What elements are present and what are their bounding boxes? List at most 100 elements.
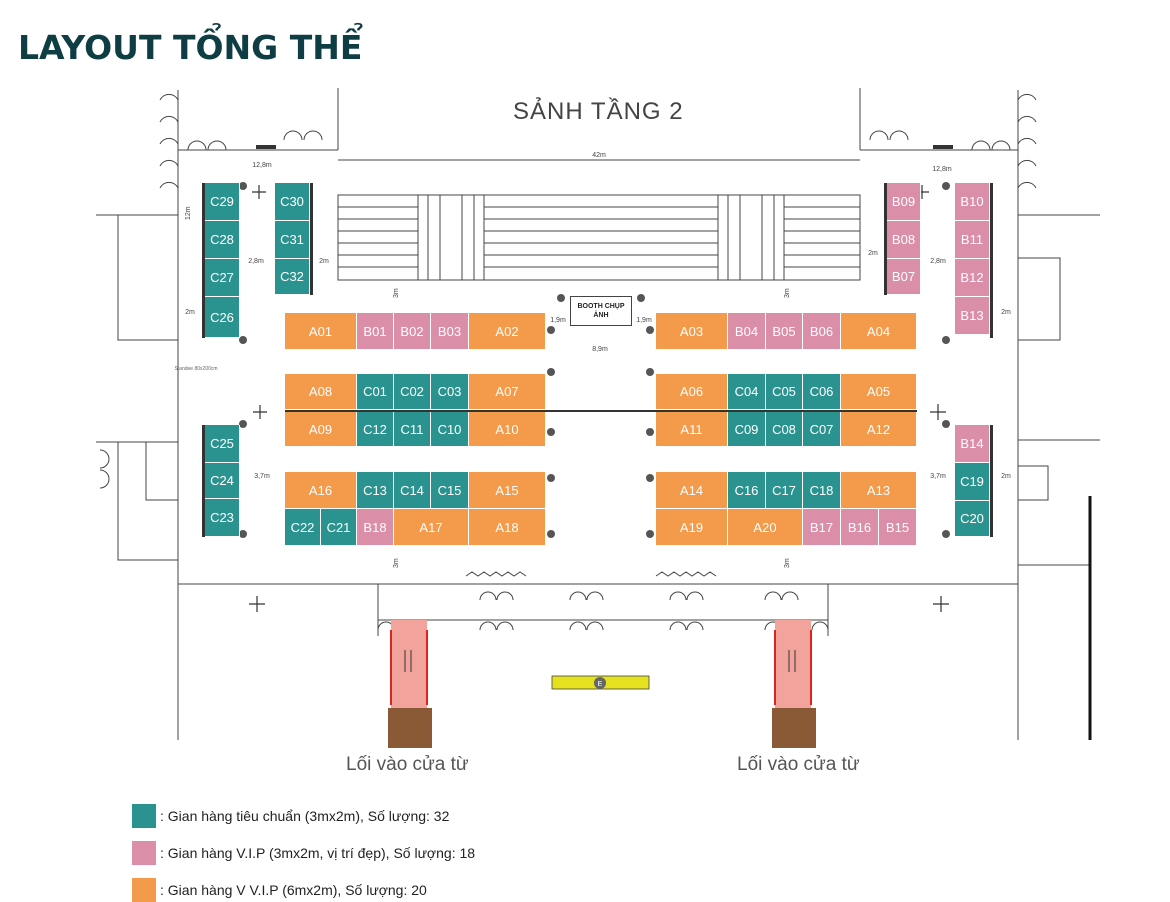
dimension-3m-c: 3m: [393, 558, 400, 568]
booth-c29: C29: [205, 183, 240, 221]
booth-a05: A05: [841, 374, 917, 410]
dimension-42m: 42m: [592, 152, 606, 159]
booth-c23: C23: [205, 499, 240, 537]
legend-swatch-vvip: [132, 878, 156, 902]
hall-label: SẢNH TẦNG 2: [513, 98, 684, 125]
dimension-2m-c: 2m: [185, 309, 195, 316]
booth-a16: A16: [285, 472, 357, 509]
booth-b07: B07: [887, 259, 921, 295]
booth-a13: A13: [841, 472, 917, 509]
booth-a08: A08: [285, 374, 357, 410]
booth-b02: B02: [394, 313, 431, 350]
booth-b15: B15: [879, 509, 917, 546]
dimension-12m: 12m: [185, 206, 192, 220]
booth-a04: A04: [841, 313, 917, 350]
booth-c18: C18: [803, 472, 841, 509]
legend-text-vvip: : Gian hàng V V.I.P (6mx2m), Số lượng: 2…: [160, 882, 427, 898]
entrance-label-left: Lối vào cửa từ: [346, 754, 469, 775]
booth-c12: C12: [357, 412, 394, 447]
booth-b18: B18: [357, 509, 394, 546]
page-title: LAYOUT TỔNG THỂ: [18, 28, 363, 67]
photo-booth: BOOTH CHỤP ẢNH: [570, 296, 632, 326]
booth-b05: B05: [766, 313, 803, 350]
booth-a14: A14: [656, 472, 728, 509]
booth-a07: A07: [469, 374, 546, 410]
booth-b16: B16: [841, 509, 879, 546]
booth-a15: A15: [469, 472, 546, 509]
dimension-3-7m-right: 3,7m: [930, 473, 946, 480]
booth-c30: C30: [275, 183, 310, 221]
booth-a18: A18: [469, 509, 546, 546]
booth-b03: B03: [431, 313, 469, 350]
dimension-1-9m-right: 1,9m: [636, 317, 652, 324]
booth-c32: C32: [275, 259, 310, 295]
booth-b14: B14: [955, 425, 990, 463]
booth-a19: A19: [656, 509, 728, 546]
booth-c27: C27: [205, 259, 240, 297]
booth-c01: C01: [357, 374, 394, 410]
booth-c11: C11: [394, 412, 431, 447]
dimension-2-8m-right: 2,8m: [930, 258, 946, 265]
booth-b09: B09: [887, 183, 921, 221]
booth-a12: A12: [841, 412, 917, 447]
dimension-2m-a: 2m: [319, 258, 329, 265]
booth-c05: C05: [766, 374, 803, 410]
entrance-label-right: Lối vào cửa từ: [737, 754, 860, 775]
booth-a06: A06: [656, 374, 728, 410]
dimension-1-9m-left: 1,9m: [550, 317, 566, 324]
booth-c07: C07: [803, 412, 841, 447]
booth-c17: C17: [766, 472, 803, 509]
booth-c16: C16: [728, 472, 766, 509]
booth-c25: C25: [205, 425, 240, 463]
legend-text-standard: : Gian hàng tiêu chuẩn (3mx2m), Số lượng…: [160, 808, 450, 824]
booth-c08: C08: [766, 412, 803, 447]
dimension-12-8m-right: 12,8m: [932, 166, 952, 173]
dimension-3m-a: 3m: [393, 288, 400, 298]
booth-c21: C21: [321, 509, 357, 546]
legend-standard: : Gian hàng tiêu chuẩn (3mx2m), Số lượng…: [132, 804, 449, 828]
dimension-2m-e: 2m: [1001, 473, 1011, 480]
dimension-2-8m-left: 2,8m: [248, 258, 264, 265]
booth-c22: C22: [285, 509, 321, 546]
exit-label: E: [598, 681, 603, 688]
booth-c04: C04: [728, 374, 766, 410]
booth-b17: B17: [803, 509, 841, 546]
booth-b10: B10: [955, 183, 990, 221]
booth-b13: B13: [955, 297, 990, 335]
booth-c09: C09: [728, 412, 766, 447]
booth-c28: C28: [205, 221, 240, 259]
booth-c26: C26: [205, 297, 240, 338]
booth-a20: A20: [728, 509, 803, 546]
dimension-3-7m-left: 3,7m: [254, 473, 270, 480]
dimension-2m-b: 2m: [868, 250, 878, 257]
booth-b06: B06: [803, 313, 841, 350]
dimension-12-8m-left: 12,8m: [252, 162, 272, 169]
booth-c19: C19: [955, 463, 990, 501]
booth-c02: C02: [394, 374, 431, 410]
legend-vvip: : Gian hàng V V.I.P (6mx2m), Số lượng: 2…: [132, 878, 427, 902]
booth-a01: A01: [285, 313, 357, 350]
legend-vip: : Gian hàng V.I.P (3mx2m, vị trí đẹp), S…: [132, 841, 475, 865]
booth-b11: B11: [955, 221, 990, 259]
dimension-8-9m: 8,9m: [592, 346, 608, 353]
booth-c15: C15: [431, 472, 469, 509]
booth-b01: B01: [357, 313, 394, 350]
dimension-3m-b: 3m: [784, 288, 791, 298]
legend-swatch-standard: [132, 804, 156, 828]
standee-note: Standee 80x200cm: [174, 366, 217, 372]
booth-c13: C13: [357, 472, 394, 509]
booth-b04: B04: [728, 313, 766, 350]
booth-c31: C31: [275, 221, 310, 259]
booth-a17: A17: [394, 509, 469, 546]
booth-c03: C03: [431, 374, 469, 410]
booth-b12: B12: [955, 259, 990, 297]
booth-c24: C24: [205, 463, 240, 499]
booth-b08: B08: [887, 221, 921, 259]
booth-a02: A02: [469, 313, 546, 350]
booth-a09: A09: [285, 412, 357, 447]
legend-text-vip: : Gian hàng V.I.P (3mx2m, vị trí đẹp), S…: [160, 845, 476, 861]
booth-c14: C14: [394, 472, 431, 509]
dimension-2m-d: 2m: [1001, 309, 1011, 316]
booth-a03: A03: [656, 313, 728, 350]
